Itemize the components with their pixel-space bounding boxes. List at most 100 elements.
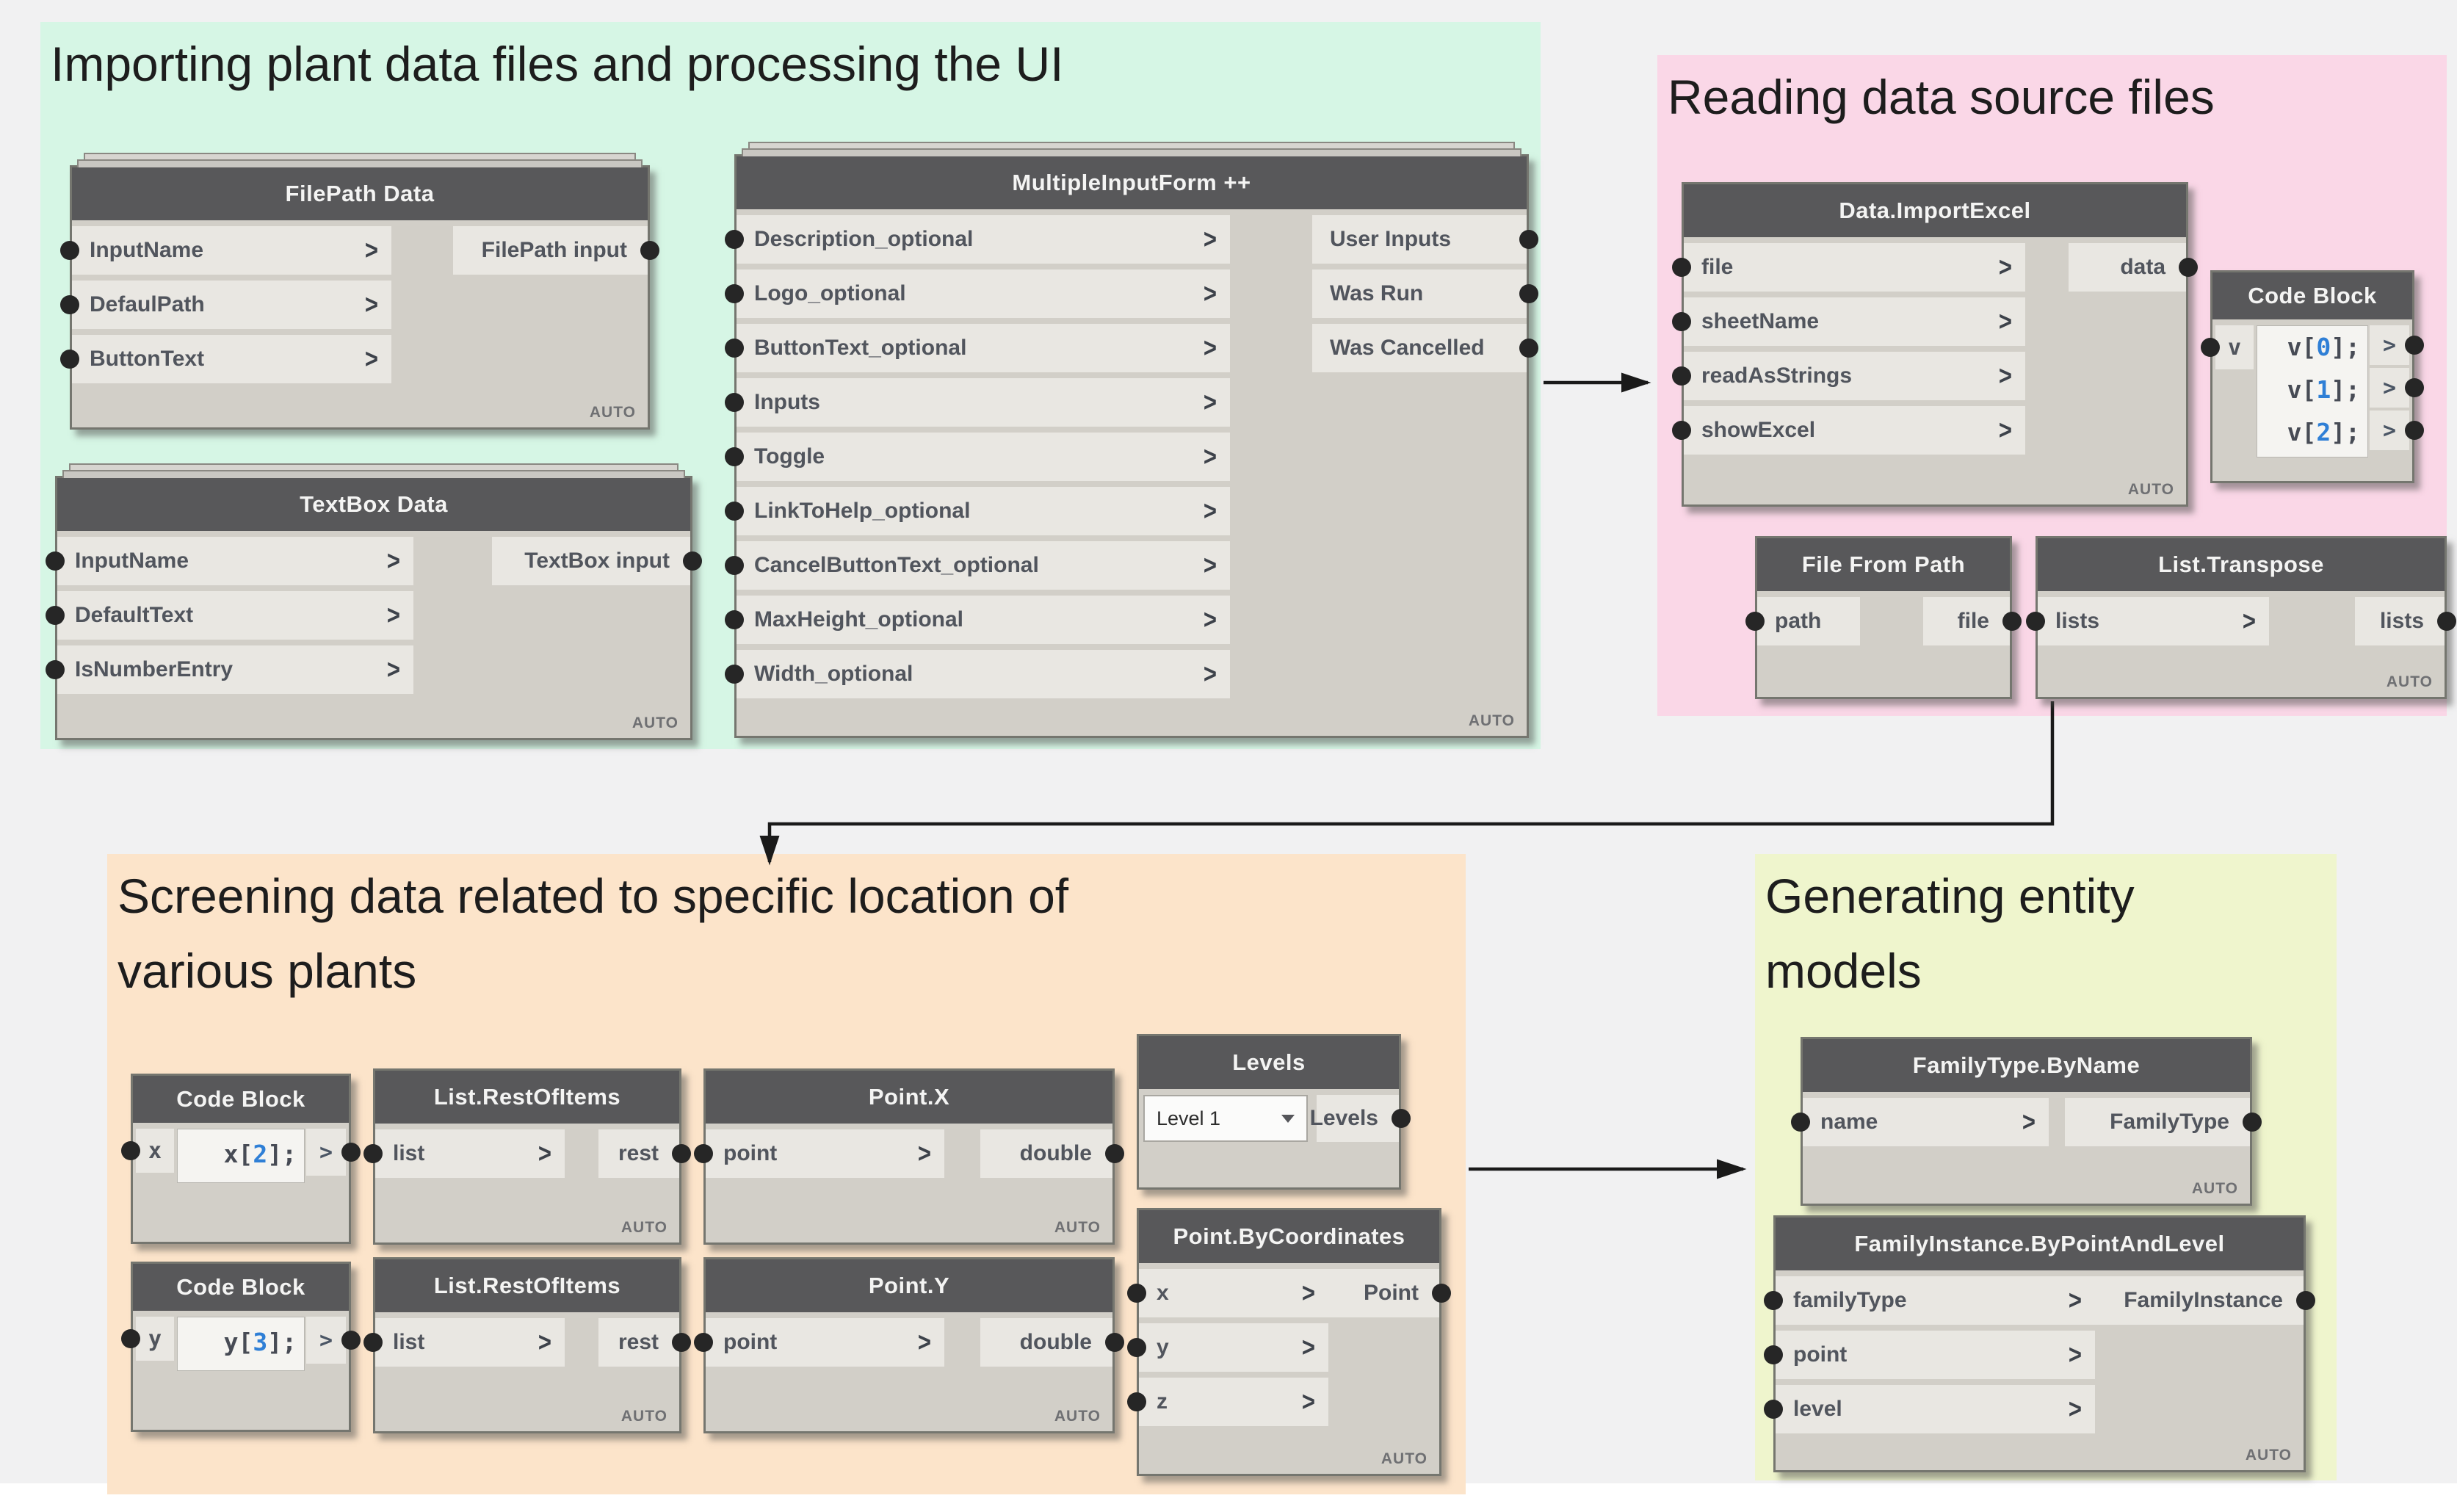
input-port-file[interactable]: file> <box>1684 243 2025 292</box>
default-value-chevron-icon[interactable]: > <box>1203 495 1217 527</box>
node-header[interactable]: Levels <box>1139 1036 1399 1089</box>
input-port-dot[interactable] <box>1764 1400 1783 1419</box>
node-header[interactable]: Point.ByCoordinates <box>1139 1210 1439 1263</box>
default-value-chevron-icon[interactable]: > <box>1203 332 1217 363</box>
input-port-isnumberentry[interactable]: IsNumberEntry> <box>57 645 413 694</box>
code-output-port[interactable]: > <box>2370 410 2409 450</box>
input-port-dot[interactable] <box>2026 612 2045 631</box>
default-value-chevron-icon[interactable]: > <box>1998 360 2012 391</box>
input-port-cancelbuttontext_optional[interactable]: CancelButtonText_optional> <box>737 541 1230 590</box>
default-value-chevron-icon[interactable]: > <box>1301 1277 1315 1309</box>
output-port-dot[interactable] <box>1105 1333 1124 1352</box>
default-value-chevron-icon[interactable]: > <box>1203 223 1217 255</box>
default-value-chevron-icon[interactable]: > <box>1998 251 2012 283</box>
node-header[interactable]: Data.ImportExcel <box>1684 184 2186 237</box>
code-input-port[interactable]: v <box>2215 325 2254 369</box>
input-port-defaulpath[interactable]: DefaulPath> <box>72 281 391 329</box>
input-port-z[interactable]: z> <box>1139 1378 1328 1426</box>
input-port-point[interactable]: point> <box>1776 1331 2095 1379</box>
input-port-dot[interactable] <box>46 551 65 571</box>
output-port-dot[interactable] <box>2405 378 2424 397</box>
code-editor[interactable]: v[0];v[1];v[2]; <box>2257 325 2368 457</box>
input-port-logo_optional[interactable]: Logo_optional> <box>737 270 1230 318</box>
default-value-chevron-icon[interactable]: > <box>1203 278 1217 309</box>
default-value-chevron-icon[interactable]: > <box>386 654 400 685</box>
input-port-dot[interactable] <box>1791 1113 1810 1132</box>
input-port-dot[interactable] <box>694 1144 713 1163</box>
input-port-dot[interactable] <box>725 339 744 358</box>
node-header[interactable]: FamilyInstance.ByPointAndLevel <box>1776 1218 2304 1270</box>
output-port-dot[interactable] <box>1392 1109 1411 1128</box>
input-port-readasstrings[interactable]: readAsStrings> <box>1684 352 2025 400</box>
input-port-dot[interactable] <box>725 610 744 629</box>
node-header[interactable]: List.RestOfItems <box>375 1259 679 1312</box>
default-value-chevron-icon[interactable]: > <box>538 1137 551 1169</box>
input-port-sheetname[interactable]: sheetName> <box>1684 297 2025 346</box>
output-port-was-run[interactable]: Was Run <box>1312 270 1527 318</box>
default-value-chevron-icon[interactable]: > <box>364 343 378 375</box>
output-port-dot[interactable] <box>2243 1113 2262 1132</box>
default-value-chevron-icon[interactable]: > <box>1998 305 2012 337</box>
input-port-width_optional[interactable]: Width_optional> <box>737 650 1230 698</box>
code-output-port[interactable]: > <box>306 1129 346 1176</box>
input-port-inputname[interactable]: InputName> <box>57 537 413 585</box>
output-port-familytype[interactable]: FamilyType <box>2065 1098 2250 1146</box>
default-value-chevron-icon[interactable]: > <box>2068 1393 2082 1425</box>
input-port-dot[interactable] <box>363 1144 383 1163</box>
input-port-dot[interactable] <box>1764 1291 1783 1310</box>
input-port-dot[interactable] <box>1672 312 1691 331</box>
input-port-point[interactable]: point> <box>706 1318 944 1367</box>
output-port-dot[interactable] <box>1105 1144 1124 1163</box>
output-port-dot[interactable] <box>672 1144 691 1163</box>
output-port-dot[interactable] <box>2405 336 2424 355</box>
node-header[interactable]: List.RestOfItems <box>375 1071 679 1124</box>
node-header[interactable]: FilePath Data <box>72 167 648 220</box>
input-port-dot[interactable] <box>121 1329 140 1348</box>
output-port-lists[interactable]: lists <box>2355 597 2445 645</box>
default-value-chevron-icon[interactable]: > <box>364 289 378 320</box>
input-port-lists[interactable]: lists> <box>2038 597 2269 645</box>
output-port-dot[interactable] <box>1519 339 1538 358</box>
default-value-chevron-icon[interactable]: > <box>538 1326 551 1358</box>
code-output-port[interactable]: > <box>306 1317 346 1364</box>
input-port-y[interactable]: y> <box>1139 1323 1328 1372</box>
input-port-inputs[interactable]: Inputs> <box>737 378 1230 427</box>
node-familyinstance-bypointandlevel[interactable]: FamilyInstance.ByPointAndLevel familyType… <box>1764 1215 2315 1472</box>
input-port-dot[interactable] <box>1672 366 1691 386</box>
input-port-description_optional[interactable]: Description_optional> <box>737 215 1230 264</box>
default-value-chevron-icon[interactable]: > <box>1203 604 1217 635</box>
code-output-port[interactable]: > <box>2370 368 2409 408</box>
code-input-port[interactable]: x <box>136 1129 174 1173</box>
output-port-double[interactable]: double <box>980 1318 1112 1367</box>
node-header[interactable]: File From Path <box>1757 538 2010 591</box>
input-port-dot[interactable] <box>46 606 65 625</box>
output-port-dot[interactable] <box>1519 284 1538 303</box>
input-port-dot[interactable] <box>60 350 79 369</box>
level-select-dropdown[interactable]: Level 1 <box>1143 1095 1308 1142</box>
code-input-port[interactable]: y <box>136 1317 174 1361</box>
input-port-maxheight_optional[interactable]: MaxHeight_optional> <box>737 596 1230 644</box>
default-value-chevron-icon[interactable]: > <box>1301 1386 1315 1417</box>
default-value-chevron-icon[interactable]: > <box>386 599 400 631</box>
output-port-dot[interactable] <box>2405 421 2424 440</box>
input-port-toggle[interactable]: Toggle> <box>737 433 1230 481</box>
output-port-dot[interactable] <box>341 1331 361 1350</box>
output-port-dot[interactable] <box>1432 1284 1451 1303</box>
output-port-dot[interactable] <box>2437 612 2456 631</box>
input-port-dot[interactable] <box>1764 1345 1783 1364</box>
default-value-chevron-icon[interactable]: > <box>386 545 400 576</box>
input-port-familytype[interactable]: familyType> <box>1776 1276 2095 1325</box>
input-port-dot[interactable] <box>725 502 744 521</box>
default-value-chevron-icon[interactable]: > <box>1301 1331 1315 1363</box>
default-value-chevron-icon[interactable]: > <box>1203 658 1217 690</box>
